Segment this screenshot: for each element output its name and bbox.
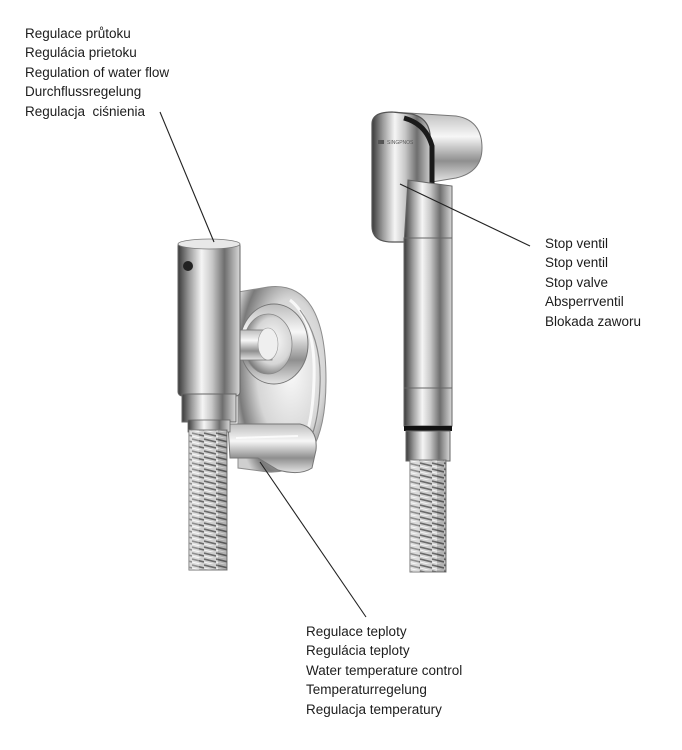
hose-right bbox=[409, 459, 447, 573]
leader-line-stop bbox=[399, 183, 531, 247]
label-temp-en: Water temperature control bbox=[306, 662, 463, 678]
label-flow-pl: Regulacja ciśnienia bbox=[25, 103, 146, 119]
label-temp-cs: Regulace teploty bbox=[306, 624, 407, 639]
label-stop-pl: Blokada zaworu bbox=[545, 313, 642, 329]
leader-line-temperature bbox=[259, 461, 367, 618]
label-temp-pl: Regulacja temperatury bbox=[306, 701, 442, 717]
leader-line-flow bbox=[159, 111, 215, 243]
label-flow-en: Regulation of water flow bbox=[25, 64, 170, 80]
brand-mark: SINGPNOS bbox=[387, 140, 414, 146]
label-stop-cs: Stop ventil bbox=[545, 236, 609, 251]
label-flow-de: Durchflussregelung bbox=[25, 84, 142, 100]
label-temp-de: Temperaturregelung bbox=[306, 682, 427, 698]
label-flow-cs: Regulace průtoku bbox=[25, 26, 131, 41]
label-stop-en: Stop valve bbox=[545, 274, 609, 290]
label-flow-regulation: Regulace průtoku Regulácia prietoku Regu… bbox=[25, 24, 169, 121]
label-stop-de: Absperrventil bbox=[545, 294, 624, 310]
temperature-lever bbox=[227, 423, 317, 474]
label-flow-sk: Regulácia prietoku bbox=[25, 45, 137, 61]
spray-handle bbox=[403, 179, 453, 462]
label-stop-valve: Stop ventil Stop ventil Stop valve Abspe… bbox=[545, 234, 641, 331]
hose-left bbox=[188, 429, 228, 571]
label-stop-sk: Stop ventil bbox=[545, 255, 609, 271]
label-temperature-control: Regulace teploty Regulácia teploty Water… bbox=[306, 622, 462, 719]
temperature-knob bbox=[237, 303, 309, 385]
flow-regulator-cylinder bbox=[177, 238, 241, 433]
label-temp-sk: Regulácia teploty bbox=[306, 643, 410, 659]
